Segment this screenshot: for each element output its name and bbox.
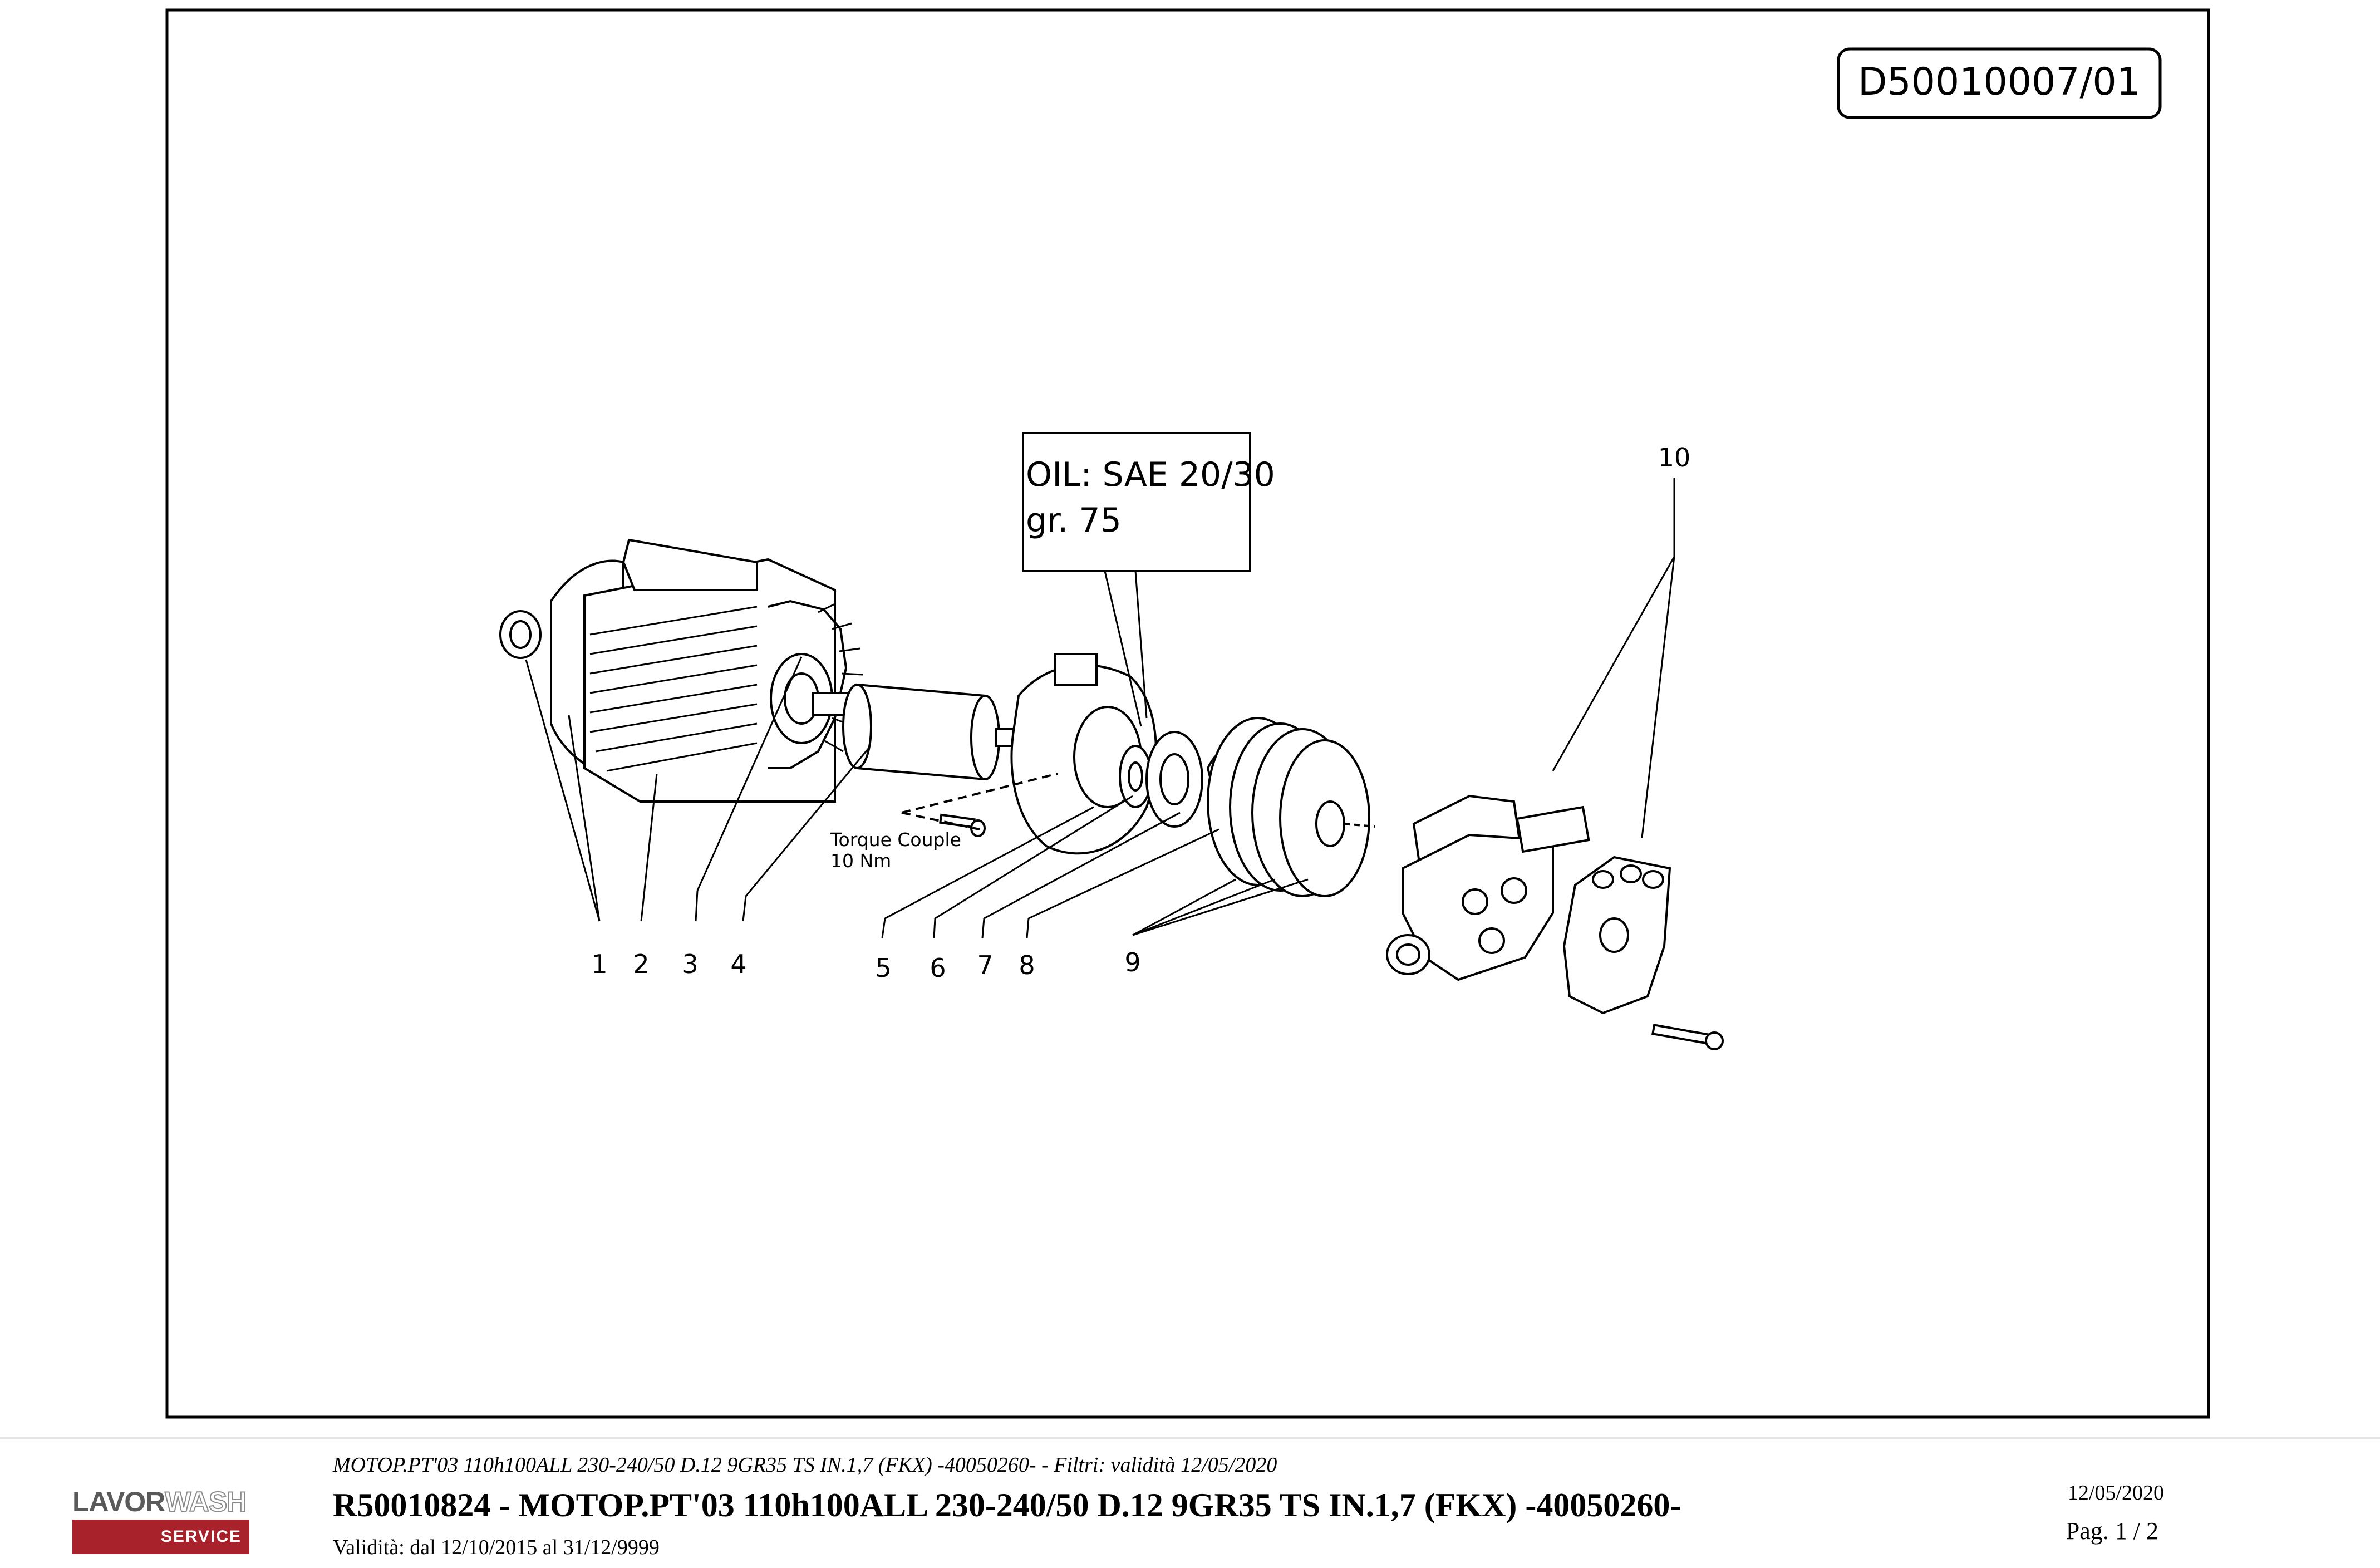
footer-date: 12/05/2020 <box>2067 1481 2164 1505</box>
torque-screw <box>901 773 1058 837</box>
pulley <box>1207 717 1375 897</box>
torque-label: Torque Couple <box>830 829 961 851</box>
footer-page-number: Pag. 1 / 2 <box>2066 1517 2158 1545</box>
drawing-frame <box>165 8 2210 1419</box>
callout-8: 8 <box>1019 950 1035 980</box>
pump-screw <box>1651 1024 1724 1050</box>
rotor <box>812 683 1020 781</box>
logo-wash-text: WASH <box>164 1486 247 1518</box>
callout-9: 9 <box>1124 947 1140 977</box>
motor-housing <box>499 538 863 803</box>
callout-5: 5 <box>875 953 891 983</box>
footer-validity: Validità: dal 12/10/2015 al 31/12/9999 <box>333 1536 660 1559</box>
callout-7: 7 <box>977 950 993 980</box>
oil-spec-text: OIL: SAE 20/30 <box>1026 455 1275 494</box>
callout-2: 2 <box>633 949 649 979</box>
callout-numbers: 1 2 3 4 5 6 7 8 9 10 <box>591 443 1690 983</box>
callout-3: 3 <box>682 949 698 979</box>
logo-service-text: SERVICE <box>160 1527 242 1546</box>
callout-1: 1 <box>591 949 607 979</box>
callout-6: 6 <box>930 953 946 983</box>
logo-service-bar: SERVICE <box>72 1520 249 1554</box>
footer-subtitle: MOTOP.PT'03 110h100ALL 230-240/50 D.12 9… <box>333 1453 1277 1477</box>
pump-head <box>1386 794 1590 981</box>
oil-quantity-text: gr. 75 <box>1026 501 1122 540</box>
torque-value: 10 Nm <box>830 850 891 872</box>
footer-title: R50010824 - MOTOP.PT'03 110h100ALL 230-2… <box>333 1487 1681 1523</box>
footer-separator <box>0 1437 2380 1439</box>
oil-info-box: OIL: SAE 20/30 gr. 75 <box>1022 432 1275 572</box>
bearing <box>1145 731 1203 828</box>
logo-lavor-text: LAVOR <box>72 1486 165 1517</box>
drawing-code: D50010007/01 <box>1858 60 2141 104</box>
pump-manifold <box>1562 856 1671 1015</box>
drawing-code-box: D50010007/01 <box>1837 47 2162 119</box>
callout-10: 10 <box>1658 443 1691 473</box>
lavor-wash-service-logo: LAVOR WASH SERVICE <box>72 1486 249 1554</box>
callout-4: 4 <box>730 949 746 979</box>
leader-lines <box>525 478 1675 938</box>
